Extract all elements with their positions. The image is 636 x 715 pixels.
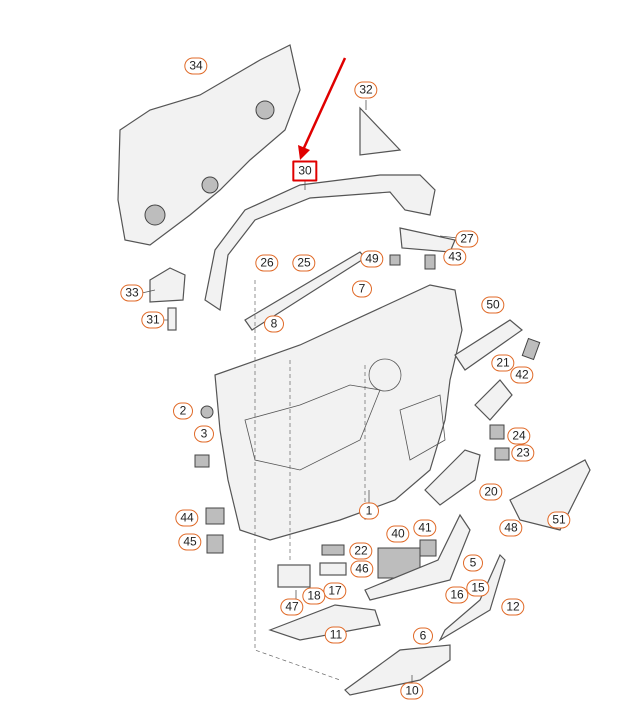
part-27 [399,227,456,253]
callout-16: 16 [445,586,469,604]
callout-30-highlighted: 30 [292,160,318,182]
part-mirror-triangle [359,106,402,156]
callout-10: 10 [400,682,424,700]
part-18 [268,604,381,641]
callout-18: 18 [302,587,326,605]
part-insulation-panel [117,44,301,246]
callout-7: 7 [352,280,372,298]
part-20-speaker-grille [424,449,481,506]
callout-40: 40 [386,525,410,543]
part-46 [319,562,347,576]
callout-49: 49 [360,250,384,268]
part-50 [454,319,523,371]
part-10-armrest [344,644,451,696]
highlight-arrow [301,57,347,151]
part-window-frame-trim [204,174,436,312]
part-41 [419,539,437,557]
callout-6: 6 [413,627,433,645]
callout-32: 32 [354,81,378,99]
callout-43: 43 [443,248,467,266]
callout-46: 46 [350,560,374,578]
callout-23: 23 [511,444,535,462]
callout-45: 45 [178,533,202,551]
callout-25: 25 [292,254,316,272]
callout-5: 5 [463,554,483,572]
part-33 [149,267,186,303]
callout-11: 11 [324,626,348,644]
callout-42: 42 [510,366,534,384]
part-47 [277,564,311,588]
callout-48: 48 [499,519,523,537]
callout-15: 15 [466,579,490,597]
callout-41: 41 [413,519,437,537]
callout-12: 12 [501,598,525,616]
callout-8: 8 [264,315,284,333]
callout-24: 24 [507,427,531,445]
callout-34: 34 [184,57,208,75]
callout-20: 20 [479,483,503,501]
callout-22: 22 [349,542,373,560]
part-22 [321,544,345,556]
callout-1: 1 [359,502,379,520]
callout-47: 47 [280,598,304,616]
callout-3: 3 [194,425,214,443]
callout-27: 27 [455,230,479,248]
callout-31: 31 [141,311,165,329]
callout-33: 33 [120,284,144,302]
part-51 [509,459,591,531]
callout-2: 2 [173,402,193,420]
part-15-armrest-bracket [364,513,471,601]
callout-21: 21 [491,354,515,372]
callout-17: 17 [323,582,347,600]
callout-50: 50 [481,296,505,314]
part-door-trim-panel [214,284,463,541]
callout-26: 26 [255,254,279,272]
part-12 [438,553,506,642]
callout-44: 44 [175,509,199,527]
callout-51: 51 [547,511,571,529]
part-21-speaker-cover [474,379,513,421]
